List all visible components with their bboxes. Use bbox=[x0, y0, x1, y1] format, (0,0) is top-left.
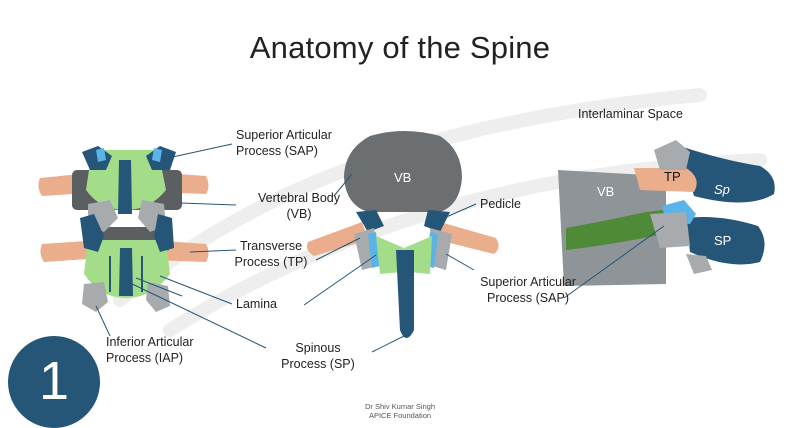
lateral-sp-upper-label: Sp bbox=[714, 182, 730, 197]
axial-pedicle-left bbox=[356, 210, 384, 232]
axial-vb-label: VB bbox=[394, 170, 412, 185]
sap-cap-upper-right bbox=[146, 146, 176, 170]
axial-tp-right bbox=[438, 222, 499, 254]
lateral-facet-upper bbox=[654, 140, 690, 170]
lateral-vb-label: VB bbox=[597, 184, 615, 199]
pars-left bbox=[80, 214, 104, 252]
spinous-upper bbox=[118, 160, 132, 214]
lateral-sp-lower bbox=[686, 217, 765, 265]
label-interlaminar-space: Interlaminar Space bbox=[578, 107, 683, 121]
slide-number-badge: 1 bbox=[8, 336, 100, 428]
lateral-disc bbox=[566, 210, 664, 250]
axial-pedicle-right bbox=[424, 210, 450, 232]
lateral-view bbox=[558, 140, 775, 286]
axial-view bbox=[306, 131, 499, 338]
spinous-lower bbox=[119, 248, 133, 296]
lateral-sp-upper bbox=[680, 146, 775, 203]
lateral-tp bbox=[634, 168, 697, 192]
axial-vertebral-body bbox=[344, 131, 462, 212]
lateral-tp-label: TP bbox=[664, 169, 681, 184]
lateral-sp-lower-label: SP bbox=[714, 233, 732, 248]
label-lamina: Lamina bbox=[236, 297, 277, 311]
sap-cap-upper-left bbox=[82, 146, 112, 170]
page-title: Anatomy of the Spine bbox=[249, 30, 551, 65]
lateral-facet-lower bbox=[650, 212, 690, 248]
axial-tp-left bbox=[306, 222, 368, 256]
leader-lines bbox=[95, 143, 665, 353]
label-pedicle: Pedicle bbox=[480, 197, 521, 211]
spine-illustration bbox=[38, 88, 775, 353]
posterior-view bbox=[38, 146, 209, 312]
lateral-iap bbox=[686, 254, 712, 274]
iap-lower-left bbox=[82, 282, 108, 312]
pars-right bbox=[154, 214, 174, 252]
label-vertebral-body: Vertebral Body(VB) bbox=[258, 191, 340, 221]
diagram-canvas: Anatomy of the Spine bbox=[8, 30, 775, 428]
iap-lower-right bbox=[146, 282, 170, 312]
axial-spinous-process bbox=[396, 250, 414, 338]
